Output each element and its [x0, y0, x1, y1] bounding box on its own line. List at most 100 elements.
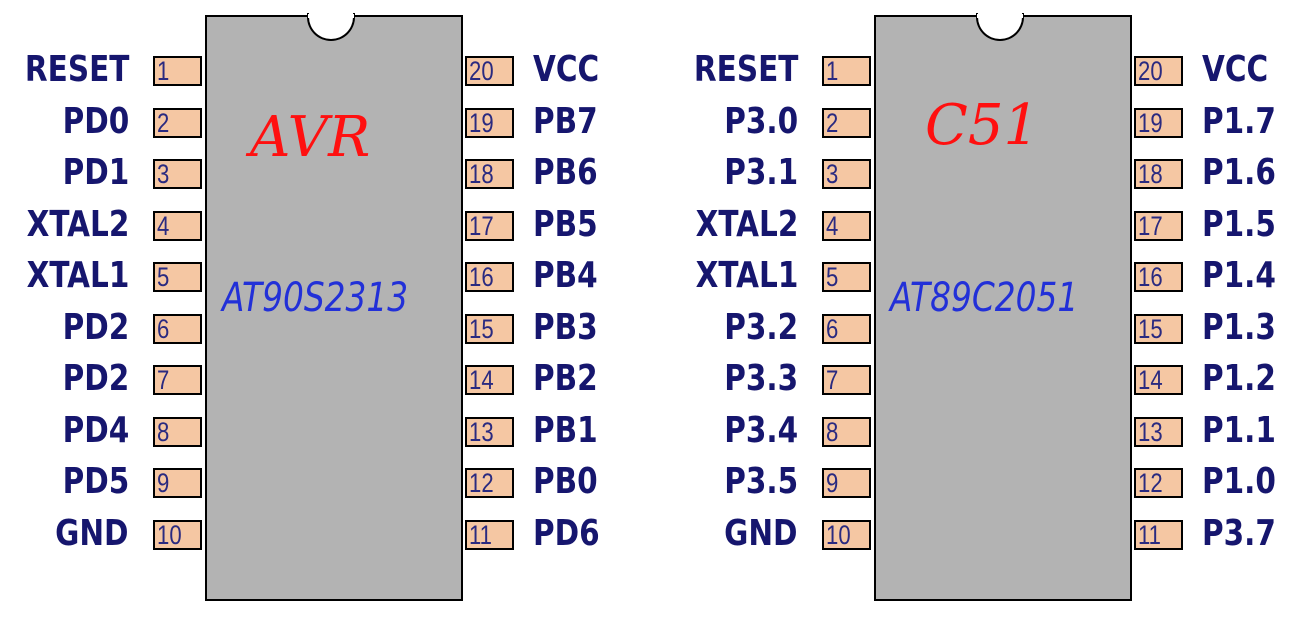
pin-name: VCC: [1202, 50, 1283, 90]
pin-number: 13: [469, 416, 494, 447]
pin-number: 2: [826, 107, 839, 138]
pin-name-text: P1.6: [1202, 152, 1276, 193]
pin-number: 8: [157, 416, 170, 447]
pin-name: P3.4: [598, 409, 798, 451]
pin-number-box: 20: [465, 56, 514, 86]
pin-name: XTAL2: [598, 203, 798, 245]
pin-name: PD1: [0, 153, 129, 193]
pin-name-text: P3.4: [724, 409, 798, 451]
pin-number-box: 2: [153, 107, 202, 138]
pin-name-text: P3.3: [724, 358, 798, 399]
pin-name: RESET: [598, 50, 798, 90]
pin-number-box: 18: [1134, 159, 1183, 189]
pin-number: 8: [826, 416, 839, 447]
pin-number: 3: [157, 159, 170, 189]
pin-name: P3.5: [598, 462, 798, 502]
pin-name: P3.1: [598, 153, 798, 193]
pin-name-text: PD5: [62, 461, 129, 502]
pin-number: 19: [469, 107, 494, 138]
pin-name-text: PD6: [533, 512, 600, 554]
pin-name-text: P3.5: [724, 461, 798, 502]
chip-model-label: AT90S2313: [222, 276, 449, 320]
pin-name-text: RESET: [24, 49, 129, 90]
pin-name-text: P1.0: [1202, 461, 1276, 502]
pin-number: 1: [157, 56, 170, 86]
pin-number-box: 10: [822, 519, 871, 550]
pin-number-box: 11: [465, 519, 514, 550]
pin-name: PB5: [533, 203, 612, 245]
pin-name: GND: [0, 512, 129, 554]
pin-number: 13: [1138, 416, 1163, 447]
pin-name: RESET: [0, 50, 129, 90]
pin-number-box: 8: [153, 416, 202, 447]
pin-name: XTAL2: [0, 203, 129, 245]
pin-name-text: GND: [724, 512, 798, 554]
pin-number-box: 12: [465, 468, 514, 498]
pin-name-text: XTAL1: [26, 255, 129, 296]
pin-number-box: 9: [153, 468, 202, 498]
pin-number: 7: [826, 365, 839, 395]
pin-number: 17: [469, 210, 494, 241]
pin-name: P1.0: [1202, 462, 1292, 502]
pin-name: P1.7: [1202, 100, 1292, 142]
pin-number-box: 17: [465, 210, 514, 241]
pin-name-text: P3.0: [724, 100, 798, 142]
pin-name-text: RESET: [693, 49, 798, 90]
pin-name: P3.3: [598, 359, 798, 399]
pin-name: PB1: [533, 410, 612, 451]
chip-model-text: AT89C2051: [890, 275, 1079, 321]
pin-number: 19: [1138, 107, 1163, 138]
pin-number-box: 14: [1134, 365, 1183, 395]
pin-name: VCC: [533, 50, 614, 90]
pin-name-text: XTAL1: [695, 255, 798, 296]
pin-name: PB0: [533, 462, 612, 502]
chip-model-text: AT90S2313: [222, 275, 409, 321]
pin-number-box: 1: [153, 56, 202, 86]
pin-number: 5: [826, 262, 839, 292]
pin-number-box: 9: [822, 468, 871, 498]
pin-number-box: 13: [1134, 416, 1183, 447]
pin-number: 20: [469, 56, 494, 86]
pin-number: 18: [1138, 159, 1163, 189]
pin-number-box: 2: [822, 107, 871, 138]
chip-body: [874, 15, 1132, 601]
pin-name: P1.6: [1202, 153, 1292, 193]
pin-name: PD6: [533, 512, 614, 554]
pin-number-box: 18: [465, 159, 514, 189]
pin-number-box: 11: [1134, 519, 1183, 550]
chip-family-title: C51: [925, 93, 1040, 158]
pin-name: PD2: [0, 359, 129, 399]
pin-name-text: P1.7: [1202, 100, 1276, 142]
pin-number-box: 10: [153, 519, 202, 550]
pin-number-box: 19: [465, 107, 514, 138]
pin-name-text: VCC: [1202, 49, 1269, 90]
pin-number-box: 12: [1134, 468, 1183, 498]
pin-name-text: GND: [55, 512, 129, 554]
pin-name: PB7: [533, 101, 612, 142]
pin-name-text: PB0: [533, 461, 598, 502]
pin-name: PB4: [533, 256, 612, 296]
pin-name-text: P1.2: [1202, 358, 1276, 399]
pin-name: PD5: [0, 462, 129, 502]
notch-mask: [977, 14, 1023, 18]
pin-number-box: 7: [153, 365, 202, 395]
pin-number-box: 8: [822, 416, 871, 447]
pin-number-box: 5: [822, 262, 871, 292]
pin-number: 10: [826, 519, 851, 550]
pin-name: XTAL1: [0, 256, 129, 296]
pin-name-text: XTAL2: [695, 203, 798, 245]
pin-number-box: 4: [153, 210, 202, 241]
pin-name-text: XTAL2: [26, 203, 129, 245]
pin-number: 12: [1138, 468, 1163, 498]
pin-name-text: P1.4: [1202, 255, 1276, 296]
pin-number-box: 3: [153, 159, 202, 189]
pin-number-box: 19: [1134, 107, 1183, 138]
pin-number-box: 15: [1134, 313, 1183, 344]
pin-number: 17: [1138, 210, 1163, 241]
pin-name-text: PB5: [533, 203, 598, 245]
pin-number-box: 20: [1134, 56, 1183, 86]
pin-name-text: P1.1: [1202, 409, 1276, 451]
pin-name: GND: [598, 512, 798, 554]
pin-number: 9: [826, 468, 839, 498]
